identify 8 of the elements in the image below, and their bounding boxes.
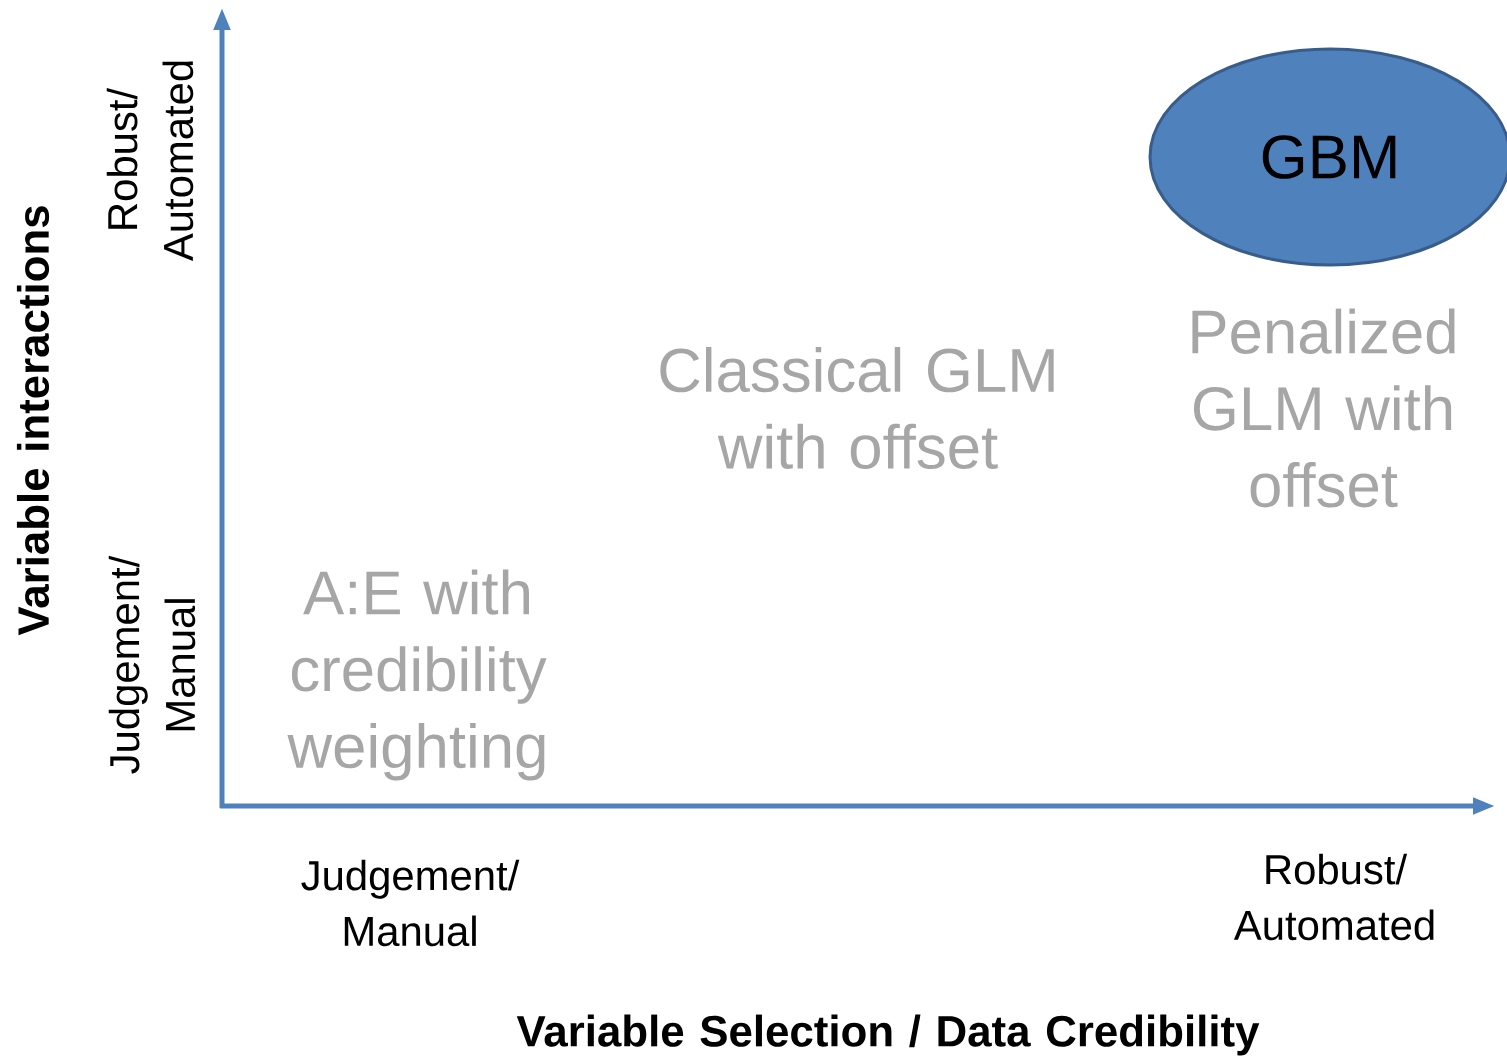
axis-tick-label: Robust/ Automated xyxy=(106,61,194,262)
axis-tick-label: Judgement/ Manual xyxy=(301,859,520,947)
axis-tick-label: Robust/ Automated xyxy=(1233,853,1434,941)
axis-tick-label: Judgement/ Manual xyxy=(108,555,196,774)
quadrant-label: Classical GLM with offset xyxy=(660,346,1054,470)
axis-title: Variable interactions xyxy=(16,206,50,636)
quadrant-label: A:E with credibility weighting xyxy=(287,569,547,781)
axis-title: Variable Selection / Data Credibility xyxy=(516,1014,1260,1056)
